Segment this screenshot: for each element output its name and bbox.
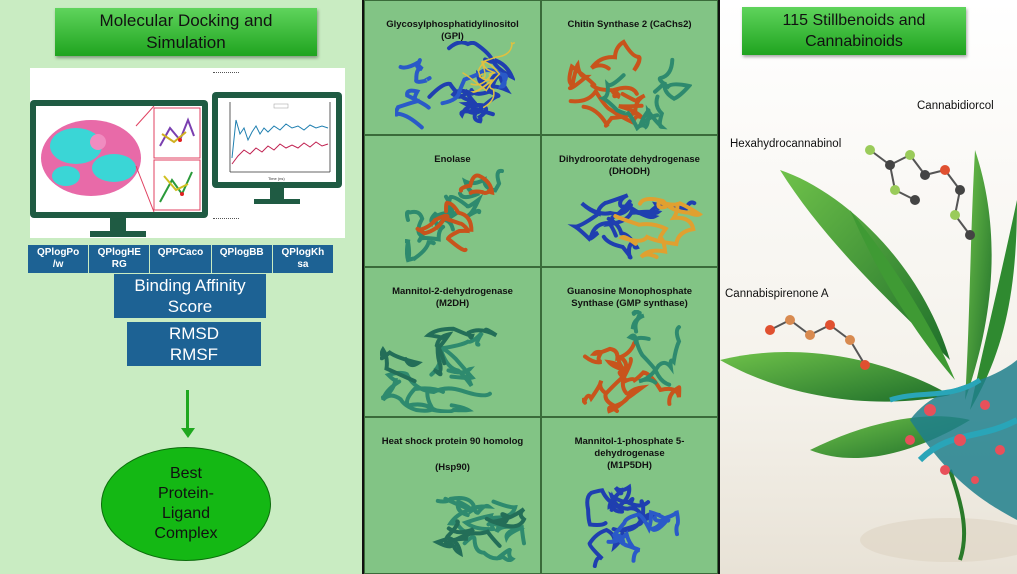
protein-ribbon bbox=[603, 384, 650, 414]
protein-ribbon bbox=[404, 386, 474, 413]
protein-ribbon bbox=[582, 357, 633, 405]
protein-ribbon bbox=[415, 213, 470, 236]
docking-title-line2: Simulation bbox=[146, 33, 226, 52]
protein-ribbon bbox=[380, 346, 423, 384]
flow-arrow-head bbox=[181, 428, 195, 438]
protein-ribbon bbox=[470, 59, 495, 109]
protein-cell-hsp90: Heat shock protein 90 homolog(Hsp90) bbox=[364, 417, 541, 574]
admet-properties-row: QPlogPo /w QPlogHE RG QPPCaco QPlogBB QP… bbox=[28, 245, 334, 273]
property-qplogkhsa: QPlogKh sa bbox=[272, 245, 334, 273]
protein-ribbon bbox=[611, 509, 671, 543]
protein-ribbon bbox=[427, 81, 495, 119]
protein-ribbon bbox=[395, 88, 431, 130]
protein-ribbon bbox=[423, 326, 498, 341]
protein-ribbon bbox=[630, 310, 645, 334]
protein-structure-image bbox=[567, 193, 703, 260]
protein-targets-grid: Glycosylphosphatidylinositol(GPI) Chitin… bbox=[362, 0, 720, 574]
cannabis-leaf-illustration bbox=[720, 145, 1017, 562]
protein-ribbon bbox=[462, 535, 516, 562]
protein-structure-image bbox=[380, 326, 498, 413]
protein-ribbon bbox=[461, 499, 518, 532]
protein-ribbon bbox=[638, 325, 682, 385]
protein-ribbon bbox=[458, 173, 495, 196]
protein-ribbon bbox=[445, 526, 502, 548]
label-hexahydrocannabinol: Hexahydrocannabinol bbox=[730, 138, 842, 150]
docking-panel: Molecular Docking and Simulation bbox=[0, 0, 362, 574]
label-cannabidiorcol: Cannabidiorcol bbox=[917, 100, 994, 112]
docking-surface-image bbox=[41, 106, 201, 212]
docking-title: Molecular Docking and Simulation bbox=[55, 8, 317, 56]
protein-name: Enolase bbox=[434, 154, 471, 165]
protein-ribbon bbox=[405, 238, 436, 263]
protein-ribbon bbox=[447, 41, 515, 81]
protein-ribbon bbox=[484, 507, 527, 529]
compound-library-panel: 115 Stillbenoids and Cannabinoids Cannab… bbox=[720, 0, 1017, 574]
protein-structure-image bbox=[432, 496, 527, 562]
best-complex-ellipse: Best Protein- Ligand Complex bbox=[101, 447, 271, 561]
simulation-monitor: Time (ns) bbox=[212, 92, 342, 188]
protein-ribbon bbox=[638, 196, 703, 217]
rmsd-plot-image: Time (ns) bbox=[229, 102, 331, 181]
protein-name: Chitin Synthase 2 (CaChs2) bbox=[567, 19, 692, 30]
protein-ribbon bbox=[598, 73, 660, 131]
protein-cell-enolase: Enolase bbox=[364, 135, 541, 267]
protein-ribbon bbox=[585, 488, 623, 527]
protein-cell-gpi: Glycosylphosphatidylinositol(GPI) bbox=[364, 0, 541, 135]
protein-name: Mannitol-2-dehydrogenase(M2DH) bbox=[392, 286, 513, 309]
protein-name: Dihydroorotate dehydrogenase(DHODH) bbox=[559, 154, 700, 177]
rmsd-rmsf-box: RMSD RMSF bbox=[127, 322, 261, 366]
protein-ribbon bbox=[444, 200, 474, 253]
protein-cell-cachs2: Chitin Synthase 2 (CaChs2) bbox=[541, 0, 718, 135]
protein-ribbon bbox=[580, 193, 633, 217]
svg-text:Time (ns): Time (ns) bbox=[268, 176, 285, 181]
protein-ribbon bbox=[381, 370, 492, 400]
compound-library-title: 115 Stillbenoids and Cannabinoids bbox=[742, 7, 966, 55]
protein-cell-m1p5dh: Mannitol-1-phosphate 5-dehydrogenase(M1P… bbox=[541, 417, 718, 574]
protein-ribbon bbox=[432, 519, 463, 558]
protein-ribbon bbox=[440, 67, 508, 106]
protein-structure-image bbox=[582, 310, 682, 414]
label-cannabispirenone-a: Cannabispirenone A bbox=[725, 288, 829, 300]
protein-ribbon bbox=[590, 83, 639, 100]
protein-structure-image bbox=[395, 41, 515, 130]
flow-arrow bbox=[186, 390, 189, 430]
protein-ribbon bbox=[647, 510, 680, 537]
protein-ribbon bbox=[653, 57, 692, 101]
protein-structure-image bbox=[585, 483, 680, 568]
docking-monitor bbox=[30, 100, 208, 218]
protein-ribbon bbox=[583, 340, 637, 365]
protein-structure-image bbox=[567, 39, 692, 131]
protein-ribbon bbox=[613, 214, 669, 259]
property-qppcaco: QPPCaco bbox=[150, 245, 212, 273]
protein-ribbon bbox=[398, 58, 432, 84]
protein-cell-dhodh: Dihydroorotate dehydrogenase(DHODH) bbox=[541, 135, 718, 267]
property-qploghERG: QPlogHE RG bbox=[89, 245, 151, 273]
protein-ribbon bbox=[607, 483, 632, 514]
property-qplogbb: QPlogBB bbox=[211, 245, 273, 273]
protein-ribbon bbox=[587, 515, 645, 568]
protein-structure-image bbox=[405, 168, 504, 263]
property-qplogpow: QPlogPo /w bbox=[28, 245, 90, 273]
protein-ribbon bbox=[478, 42, 515, 79]
binding-affinity-box: Binding Affinity Score bbox=[114, 274, 266, 318]
protein-name: Glycosylphosphatidylinositol(GPI) bbox=[386, 19, 519, 42]
protein-cell-m2dh: Mannitol-2-dehydrogenase(M2DH) bbox=[364, 267, 541, 417]
protein-ribbon bbox=[590, 39, 642, 72]
protein-ribbon bbox=[405, 209, 446, 243]
monitor-illustration: Time (ns) bbox=[30, 68, 345, 238]
protein-ribbon bbox=[618, 202, 696, 247]
protein-name: Mannitol-1-phosphate 5-dehydrogenase(M1P… bbox=[574, 436, 685, 471]
protein-ribbon bbox=[433, 331, 454, 377]
protein-ribbon bbox=[606, 530, 641, 563]
protein-ribbon bbox=[621, 370, 682, 406]
protein-name: Heat shock protein 90 homolog(Hsp90) bbox=[381, 436, 524, 473]
docking-title-line1: Molecular Docking and bbox=[99, 11, 273, 30]
protein-ribbon bbox=[567, 59, 597, 91]
